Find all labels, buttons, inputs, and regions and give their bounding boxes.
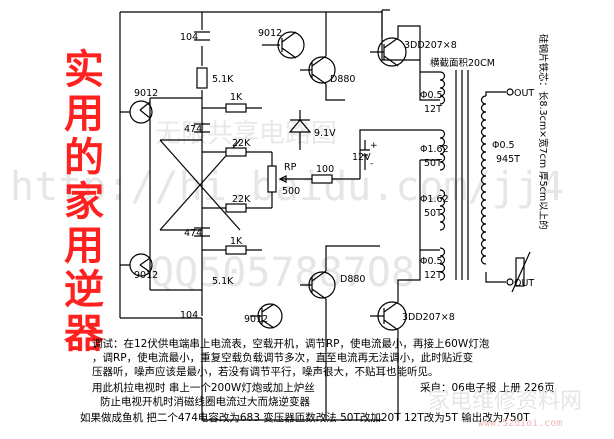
output-top-label: OUT — [514, 88, 534, 99]
coil-mid-bot-label: Φ1.62 — [420, 194, 449, 205]
watermark-url: http://hi.baidu.com/jj4 — [10, 164, 564, 210]
driver-bot — [250, 245, 380, 420]
note-line-1: 调试：在12伏供电端串上电流表，空载开机，调节RP，使电流最小，再接上60W灯泡 — [92, 338, 490, 350]
rp-value-label: 500 — [282, 186, 300, 197]
resistor-1k-top-label: 1K — [230, 92, 243, 103]
d880-bot-label: D880 — [340, 274, 365, 285]
output-bot-label: OUT — [514, 278, 534, 289]
power-transistors — [370, 25, 440, 420]
coil-mid-top-label: Φ1.62 — [420, 144, 449, 155]
multivibrator — [120, 97, 360, 291]
coil-bot-secondary-turns: 12T — [424, 270, 442, 281]
power-transistor-bot-label: 3DD207×8 — [402, 312, 455, 323]
cross-section-label: 横截面积20CM — [430, 57, 495, 69]
title-char: 家 — [64, 179, 104, 225]
coil-mid-top-turns: 50T — [424, 158, 442, 169]
capacitor-bot-label: 104 — [180, 310, 198, 321]
coil-top-secondary-turns: 12T — [424, 104, 442, 115]
driver-top — [262, 12, 345, 101]
capacitor-474-bot-label: 474 — [184, 228, 202, 239]
title-char: 的 — [64, 135, 104, 181]
title-char: 逆 — [64, 267, 104, 313]
resistor-top-label: 5.1K — [212, 74, 234, 85]
power-transistor-top-label: 3DD207×8 — [404, 40, 457, 51]
plus-sign: + — [370, 141, 378, 151]
zener-label: 9.1V — [314, 128, 336, 139]
corner-watermark: 家电维修资料网 — [428, 389, 583, 414]
capacitor-top-label: 104 — [180, 32, 198, 43]
resistor-1k-bot-label: 1K — [230, 236, 243, 247]
coil-top-secondary-label: Φ0.5 — [420, 90, 443, 101]
output-coil-turns: 945T — [496, 154, 520, 165]
d880-top-label: D880 — [330, 74, 355, 85]
note-source: 采自：06电子报 上册 226页 — [420, 382, 555, 394]
core-note: 硅钢片铁芯：长8.3cm×宽7cm 厚5cm以上的 — [537, 34, 549, 230]
resistor-22k-bot-label: 22K — [232, 194, 251, 205]
rp-label: RP — [284, 162, 297, 173]
capacitor-474-top-label: 474 — [184, 124, 202, 135]
resistor-bot-label: 5.1K — [212, 276, 234, 287]
note-line-2: ，调RP，使电流最小，重复空载负载调节多次，直至电流再无法调小，此时贴近变 — [92, 352, 474, 364]
transistor-left-top-label: 9012 — [134, 88, 158, 99]
transistor-left-bot-label: 9012 — [134, 270, 158, 281]
note-line-6: 如果做成鱼机 把二个474电容改为683 变压器匝数改法 50T改加20T 12… — [80, 412, 530, 424]
transformer — [359, 40, 531, 293]
note-line-5: 防止电视开机时消磁线圈电流过大而烧逆变器 — [100, 396, 310, 408]
minus-sign: - — [370, 159, 373, 169]
title-char: 器 — [64, 311, 104, 357]
resistor-100-label: 100 — [316, 164, 334, 175]
transistor-9012-top-label: 9012 — [258, 28, 282, 39]
title-char: 实 — [64, 47, 104, 93]
capacitor-top — [194, 31, 210, 41]
watermark-qq: QQ5057887O8 — [150, 250, 415, 296]
note-line-3: 压器听，噪声应该是最小，若没有调节平行，噪声很大，不贴耳也能听见。 — [92, 366, 439, 378]
resistor-top — [196, 67, 208, 89]
coil-mid-bot-turns: 50T — [424, 208, 442, 219]
title-char: 用 — [64, 91, 104, 137]
corner-url: www.52dioi.com — [478, 418, 563, 429]
power-rails — [119, 9, 390, 421]
resistor-22k-top-label: 22K — [232, 138, 251, 149]
coil-bot-secondary-label: Φ0.5 — [420, 256, 443, 267]
title-char: 用 — [64, 223, 104, 269]
vcc-label: 12V — [352, 152, 371, 163]
transistor-9012-bot-label: 9012 — [244, 314, 268, 325]
watermark-text: 无限共享电路图 — [155, 119, 337, 149]
zener-12v — [288, 110, 370, 170]
output-coil-label: Φ0.5 — [492, 140, 515, 151]
note-line-4: 用此机拉电视时 串上一个200W灯炮或加上炉丝 — [92, 382, 315, 394]
